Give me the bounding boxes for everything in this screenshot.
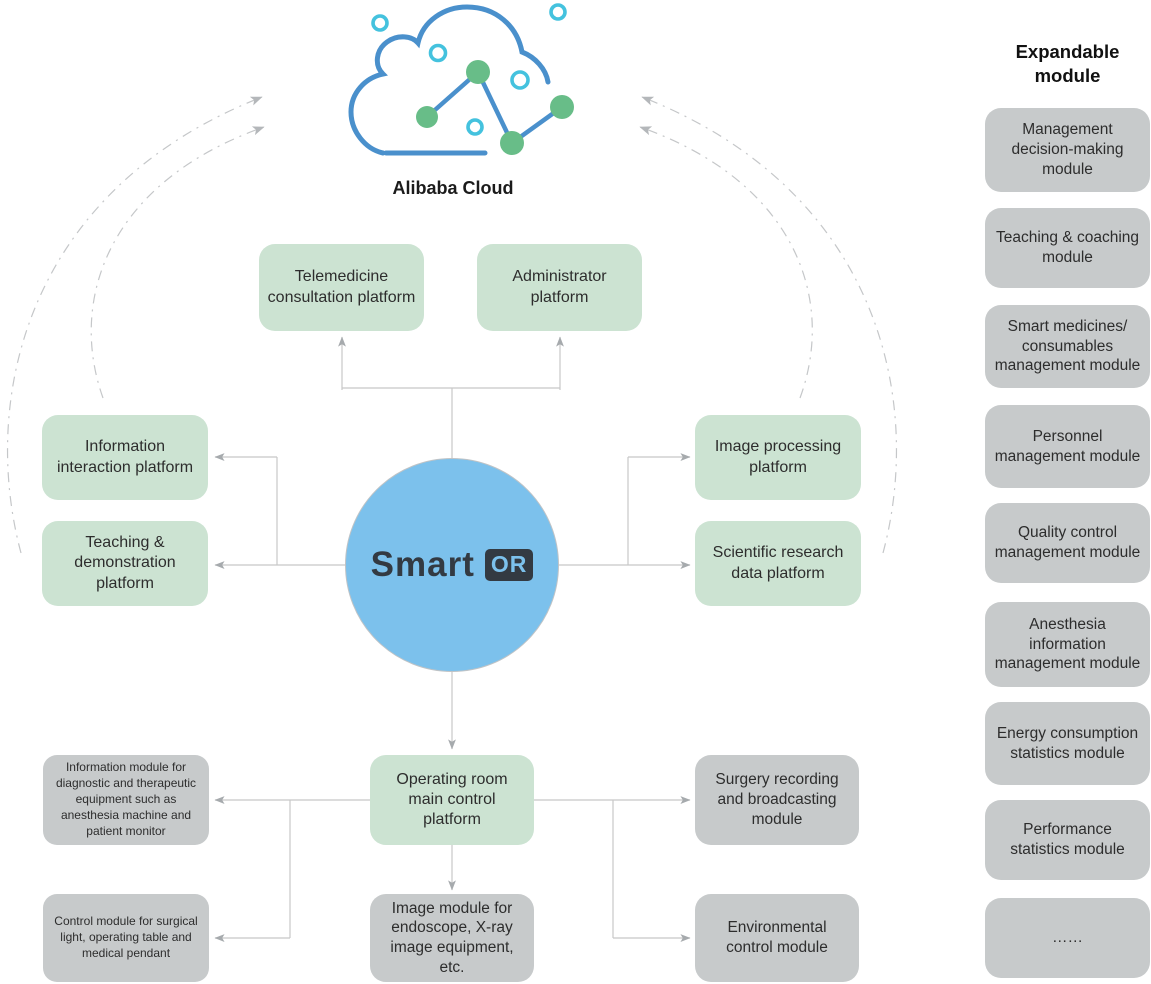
expandable-item-anesthesia-information: Anesthesia information management module (985, 602, 1150, 687)
cloud-network-icon (348, 3, 574, 156)
hub-or-badge: OR (484, 549, 534, 581)
platform-information-interaction: Information interaction platform (42, 415, 208, 500)
platform-scientific-research-data: Scientific research data platform (695, 521, 861, 606)
expandable-item-quality-control: Quality control management module (985, 503, 1150, 583)
expandable-item-performance-statistics: Performance statistics module (985, 800, 1150, 880)
module-surgery-recording: Surgery recording and broadcasting modul… (695, 755, 859, 845)
expandable-item-more-ellipsis: …… (985, 898, 1150, 978)
expandable-item-energy-consumption: Energy consumption statistics module (985, 702, 1150, 785)
expandable-item-smart-medicines: Smart medicines/ consumables management … (985, 305, 1150, 388)
platform-telemedicine-consultation: Telemedicine consultation platform (259, 244, 424, 331)
expandable-module-title: Expandable module (1015, 41, 1120, 87)
platform-administrator: Administrator platform (477, 244, 642, 331)
smart-or-hub: Smart OR (345, 458, 559, 672)
expandable-item-personnel-management: Personnel management module (985, 405, 1150, 488)
module-environmental-control: Environmental control module (695, 894, 859, 982)
module-equipment-control: Control module for surgical light, opera… (43, 894, 209, 982)
alibaba-cloud-label: Alibaba Cloud (392, 178, 514, 198)
module-image-equipment: Image module for endoscope, X-ray image … (370, 894, 534, 982)
platform-or-main-control: Operating room main control platform (370, 755, 534, 845)
platform-teaching-demonstration: Teaching & demonstration platform (42, 521, 208, 606)
expandable-item-management-decision: Management decision-making module (985, 108, 1150, 192)
platform-image-processing: Image processing platform (695, 415, 861, 500)
module-equipment-information: Information module for diagnostic and th… (43, 755, 209, 845)
hub-brand-text: Smart (370, 545, 475, 584)
expandable-item-teaching-coaching: Teaching & coaching module (985, 208, 1150, 288)
